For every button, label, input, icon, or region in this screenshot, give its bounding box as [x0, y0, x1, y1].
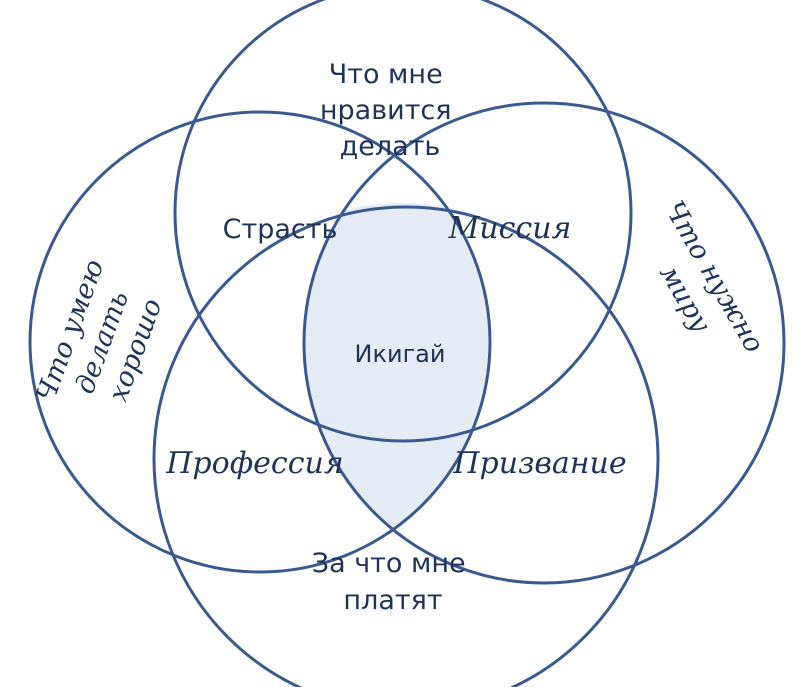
top-circle-line-1: Что мне: [329, 59, 443, 90]
circle-bottom: [152, 205, 660, 687]
bottom-circle-line-1: За что мне: [312, 548, 466, 579]
bottom-circle-line-2: платят: [343, 585, 442, 616]
overlap-mission-label: Миссия: [448, 211, 572, 246]
left-circle-label: Что умею делать хорошо: [30, 247, 177, 429]
center-ikigai-label: Икигай: [355, 340, 446, 368]
overlap-passion-label: Страсть: [223, 214, 338, 245]
top-circle-line-3: делать: [340, 131, 441, 162]
circle-top: [173, 0, 633, 443]
center-shading-group: [304, 203, 490, 572]
bottom-circle-label: За что мне платят: [312, 548, 474, 616]
circle-left: [28, 110, 492, 574]
overlap-profession-label: Профессия: [165, 446, 343, 481]
center-shading: [304, 203, 490, 572]
circle-right: [302, 101, 786, 585]
overlap-vocation-label: Призвание: [452, 446, 626, 481]
top-circle-line-2: нравится: [320, 95, 452, 126]
top-circle-label: Что мне нравится делать: [320, 59, 460, 162]
